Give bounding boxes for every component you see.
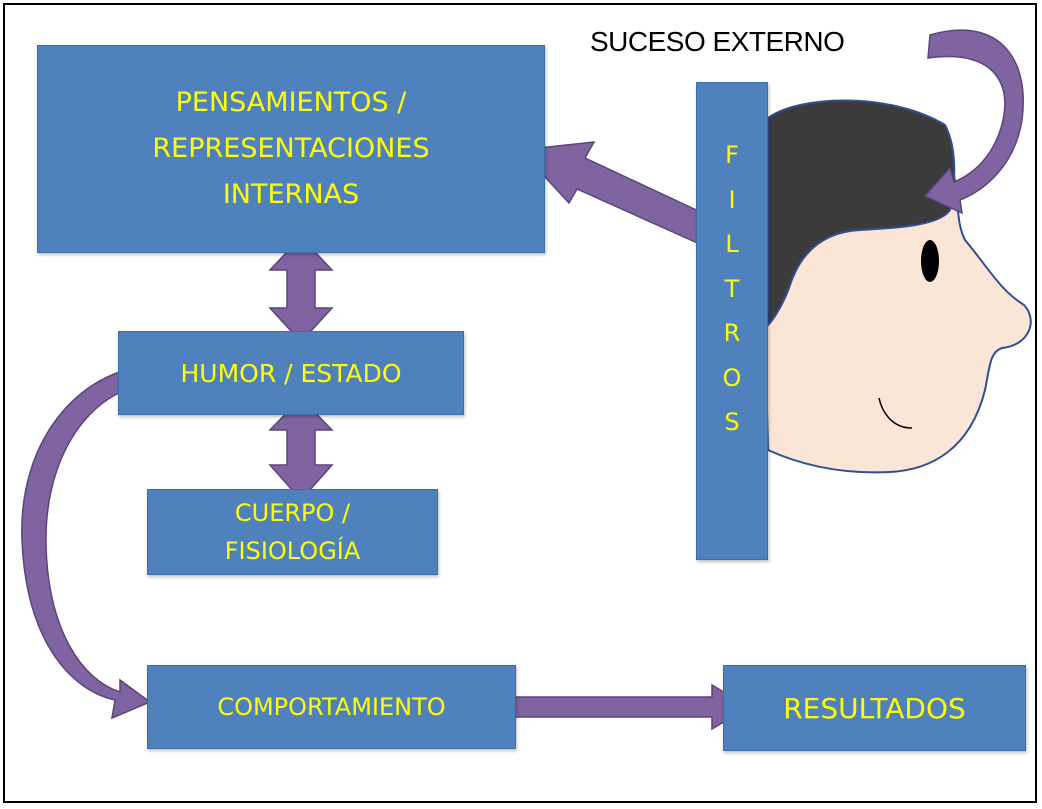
filters-letter: S [724, 408, 740, 436]
filters-letter: O [722, 363, 742, 392]
head-eye [921, 240, 939, 282]
mood-label: HUMOR / ESTADO [180, 358, 402, 388]
body-label: CUERPO / FISIOLOGÍA [224, 499, 361, 565]
thoughts-box: PENSAMIENTOS / REPRESENTACIONES INTERNAS [37, 45, 545, 253]
filters-letter: L [725, 230, 739, 258]
head-illustration [758, 99, 1032, 474]
filters-to-thoughts-arrow [518, 141, 723, 252]
behavior-to-results-arrow [509, 683, 750, 731]
filters-letter: R [723, 319, 741, 347]
filters-box: F I L T R O S [696, 82, 768, 560]
body-box: CUERPO / FISIOLOGÍA [147, 489, 438, 575]
results-label: RESULTADOS [783, 691, 966, 725]
mood-to-behavior-arrow [21, 365, 156, 720]
head-smile [878, 397, 913, 429]
filters-letter: T [724, 274, 740, 303]
results-box: RESULTADOS [723, 665, 1026, 751]
behavior-label: COMPORTAMIENTO [217, 693, 446, 721]
head-hair [767, 99, 956, 328]
filters-letter: F [725, 141, 739, 169]
external-event-label: SUCESO EXTERNO [590, 26, 845, 57]
mood-box: HUMOR / ESTADO [118, 331, 464, 415]
filters-letter: I [728, 185, 736, 214]
behavior-box: COMPORTAMIENTO [147, 665, 516, 749]
thoughts-label: PENSAMIENTOS / REPRESENTACIONES INTERNAS [152, 87, 430, 210]
external-event-arrow [923, 29, 1024, 215]
